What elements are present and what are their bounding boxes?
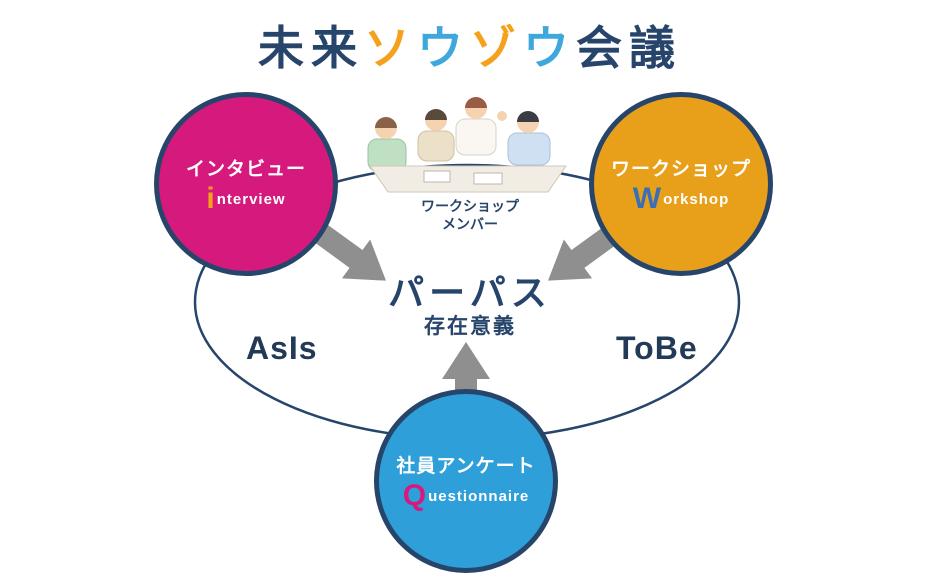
purpose-subtitle: 存在意義: [424, 315, 516, 338]
asis-label: AsIs: [246, 330, 318, 366]
interview-rest-letters: nterview: [216, 191, 286, 208]
arrow-questionnaire-to-purpose-icon: [442, 342, 490, 424]
page-title: 未来ソウゾウ会議: [0, 12, 940, 78]
questionnaire-label-jp: 社員アンケート: [396, 456, 536, 477]
workshop-members-illustration: [367, 97, 567, 193]
title-segment: 会議: [576, 22, 682, 74]
title-segment: 未来: [258, 22, 364, 74]
workshop-label-en: Workshop: [633, 184, 730, 214]
questionnaire-label-en: Questionnaire: [403, 481, 530, 511]
title-segment: ゾ: [470, 22, 523, 74]
purpose-title: パーパス: [388, 272, 552, 313]
title-segment: ソ: [364, 22, 417, 74]
workshop-rest-letters: orkshop: [663, 191, 730, 208]
arrow-workshop-to-purpose-icon: [548, 223, 621, 281]
workshop-circle: ワークショップ Workshop: [589, 92, 773, 276]
questionnaire-rest-letters: uestionnaire: [428, 488, 530, 505]
interview-label-en: interview: [206, 184, 285, 214]
workshop-label-jp: ワークショップ: [610, 159, 751, 180]
interview-label-jp: インタビュー: [185, 159, 306, 180]
questionnaire-circle: 社員アンケート Questionnaire: [374, 389, 558, 573]
title-segment: ウ: [417, 22, 470, 74]
workshop-members-label: ワークショップ メンバー: [0, 197, 940, 233]
title-segment: ウ: [523, 22, 576, 74]
arrow-interview-to-purpose-icon: [313, 223, 386, 281]
interview-circle: インタビュー interview: [154, 92, 338, 276]
workshop-members-label-line1: ワークショップ: [421, 198, 519, 214]
tobe-label: ToBe: [616, 330, 698, 366]
questionnaire-initial-letter: Q: [402, 479, 428, 512]
workshop-initial-letter: W: [632, 182, 663, 215]
interview-initial-letter: i: [206, 182, 216, 215]
workshop-members-label-line2: メンバー: [442, 216, 498, 233]
